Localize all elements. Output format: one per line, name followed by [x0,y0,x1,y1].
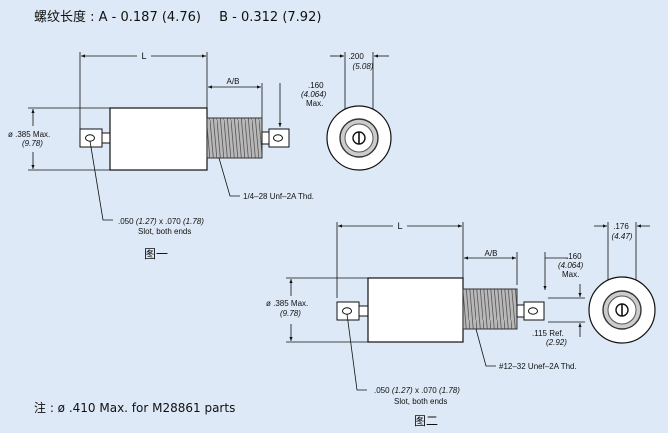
fig2-thread-height: .160 [566,252,582,261]
fig2-left-stem [358,305,369,317]
fig2-end-dim-mm: (4.47) [612,232,633,241]
fig2-ref-dim: .115 Ref. [532,329,564,338]
fig1-thread-height: .160 [308,81,324,90]
fig1-end-dim: .200 [348,52,364,61]
fig2-right-slot [528,307,538,315]
fig1-caption: 图一 [144,247,169,261]
fig2-right-stem [516,304,525,318]
header-a-value: A - 0.187 (4.76) [98,10,201,25]
footnote: 注 : ø .410 Max. for M28861 parts [34,401,236,415]
fig2-thread-height-mm: (4.064) [558,261,584,270]
fig1-left-terminal [79,128,103,148]
fig1-slot-x-mm: (1.78) [183,217,204,226]
fig2-thread-height-max: Max. [562,270,579,279]
fig1-end-dim-mm: (5.08) [353,62,374,71]
fig2-slot-ends: Slot, both ends [394,397,447,406]
fig1-slot-ends: Slot, both ends [138,227,191,236]
fig1-diameter-label: ø .385 Max. [8,130,50,139]
fig2-caption: 图二 [414,414,439,428]
fig1-right-slot [273,134,283,142]
fig1-length-label: L [141,51,146,61]
header-prefix: 螺纹长度 : [34,10,95,25]
fig1-slot-prefix-mm: (1.27) [136,217,157,226]
fig2-thread-leader [475,328,496,367]
fig2-threaded-stud [462,288,518,330]
fig2-thread-spec: #12–32 Unef–2A Thd. [499,362,577,371]
fig2-ref-dim-mm: (2.92) [546,338,567,347]
header-b-value: B - 0.312 (7.92) [219,10,322,25]
fig2-length-label: L [397,221,402,231]
fig2-capacitor-body [367,277,464,343]
fig1-thread-height-mm: (4.064) [301,90,327,99]
fig1-thread-height-max: Max. [306,99,323,108]
fig2-slot-label: .050 (1.27) x .070 (1.78) [374,386,460,395]
fig1-capacitor-body [109,107,208,171]
fig1-slot-label: .050 (1.27) x .070 (1.78) [118,217,204,226]
fig2-slot-x-mm: (1.78) [439,386,460,395]
fig2-right-terminal [523,301,545,321]
fig2-slot-prefix: .050 [374,386,390,395]
figure-1: L A/B ø .385 Max. (9.78) .160 (4.064) Ma… [8,49,392,236]
fig1-slot-prefix: .050 [118,217,134,226]
figure-2: L A/B ø .385 Max. (9.78) .160 (4.064) Ma… [266,219,656,406]
fig1-ab-label: A/B [227,77,240,86]
fig2-slot-leader [346,313,367,391]
fig2-diameter-label: ø .385 Max. [266,299,308,308]
fig1-slot-x: x .070 [159,217,181,226]
fig2-left-terminal [336,301,360,321]
fig1-right-terminal [268,128,290,148]
thread-length-header: 螺纹长度 : A - 0.187 (4.76) B - 0.312 (7.92) [34,6,321,25]
fig1-diameter-mm: (9.78) [22,139,43,148]
fig2-slot-prefix-mm: (1.27) [392,386,413,395]
fig2-slot-x: x .070 [415,386,437,395]
fig1-thread-spec: 1/4–28 Unf–2A Thd. [243,192,314,201]
fig1-right-stem [261,131,270,145]
fig1-threaded-stud [206,117,263,159]
fig1-slot-leader [89,140,113,221]
fig1-thread-leader [218,157,240,197]
fig2-diameter-mm: (9.78) [280,309,301,318]
fig2-ab-label: A/B [485,249,498,258]
fig2-end-dim: .176 [613,222,629,231]
